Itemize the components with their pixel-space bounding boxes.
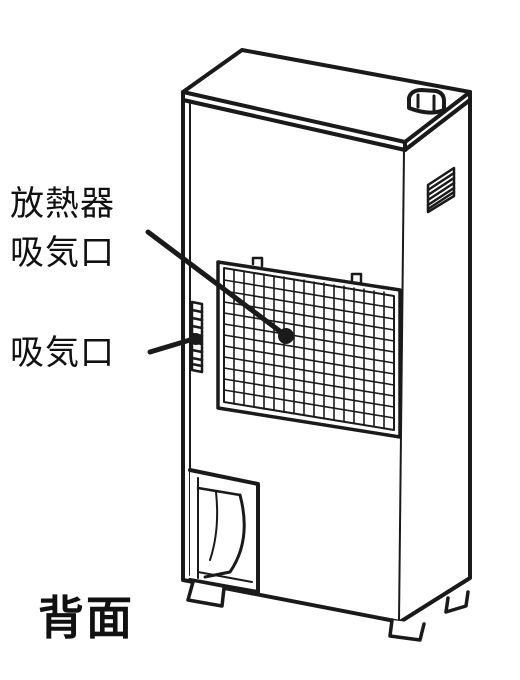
radiator-callout-leader bbox=[145, 229, 288, 338]
side-vent-louvers bbox=[426, 166, 456, 214]
top-handle bbox=[407, 88, 446, 115]
side-intake-label: 吸気口 bbox=[10, 333, 115, 373]
radiator-intake-label-line2: 吸気口 bbox=[10, 233, 115, 273]
side-intake-callout-dot bbox=[190, 333, 202, 345]
water-tank-opening bbox=[188, 468, 260, 594]
radiator-callout-dot bbox=[278, 328, 294, 344]
radiator-intake-label-line1: 放熱器 bbox=[10, 184, 115, 224]
view-label: 背面 bbox=[38, 591, 134, 645]
side-intake-callout-leader bbox=[147, 337, 193, 355]
radiator-intake-filter bbox=[216, 256, 402, 439]
unit-feet bbox=[186, 580, 470, 642]
unit-side-face bbox=[398, 98, 472, 624]
